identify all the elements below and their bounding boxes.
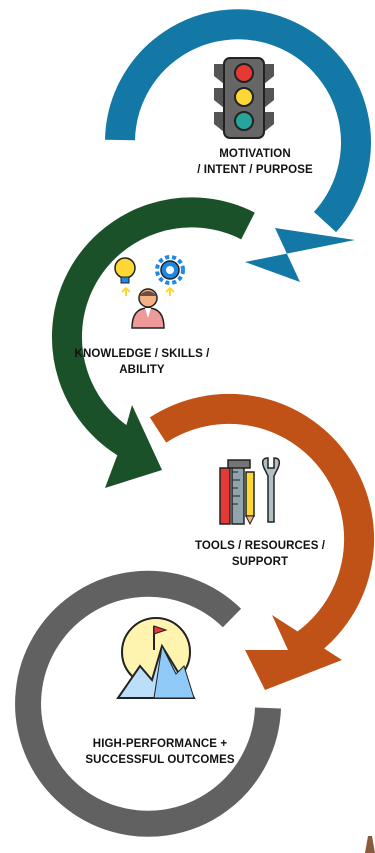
stage-1-label: MOTIVATION / INTENT / PURPOSE [190,146,320,178]
mountain-flag-icon [116,617,196,699]
stage-4-label: HIGH-PERFORMANCE + SUCCESSFUL OUTCOMES [60,736,260,768]
stage-3-label-line2: SUPPORT [231,556,289,568]
stage-1-arc [105,9,371,282]
corner-stroke [365,836,375,853]
stage-2-label-line1: KNOWLEDGE / SKILLS / [74,348,210,360]
stage-1-label-line2: / INTENT / PURPOSE [197,164,313,176]
stage-3-label-line1: TOOLS / RESOURCES / [194,540,326,552]
stage-2-arc [51,197,255,488]
stage-3-label: TOOLS / RESOURCES / SUPPORT [165,538,355,570]
stage-2-label-line2: ABILITY [119,364,165,376]
stage-2-label: KNOWLEDGE / SKILLS / ABILITY [62,346,222,378]
stage-4-arc [15,570,281,837]
stage-3-arc [149,393,375,690]
stage-4-label-line2: SUCCESSFUL OUTCOMES [85,754,235,766]
stage-4-label-line1: HIGH-PERFORMANCE + [92,738,228,750]
person-ideas-gear-icon [114,255,185,329]
traffic-light-icon [214,57,274,139]
tools-icon [219,457,281,526]
stage-1-label-line1: MOTIVATION [219,148,291,160]
